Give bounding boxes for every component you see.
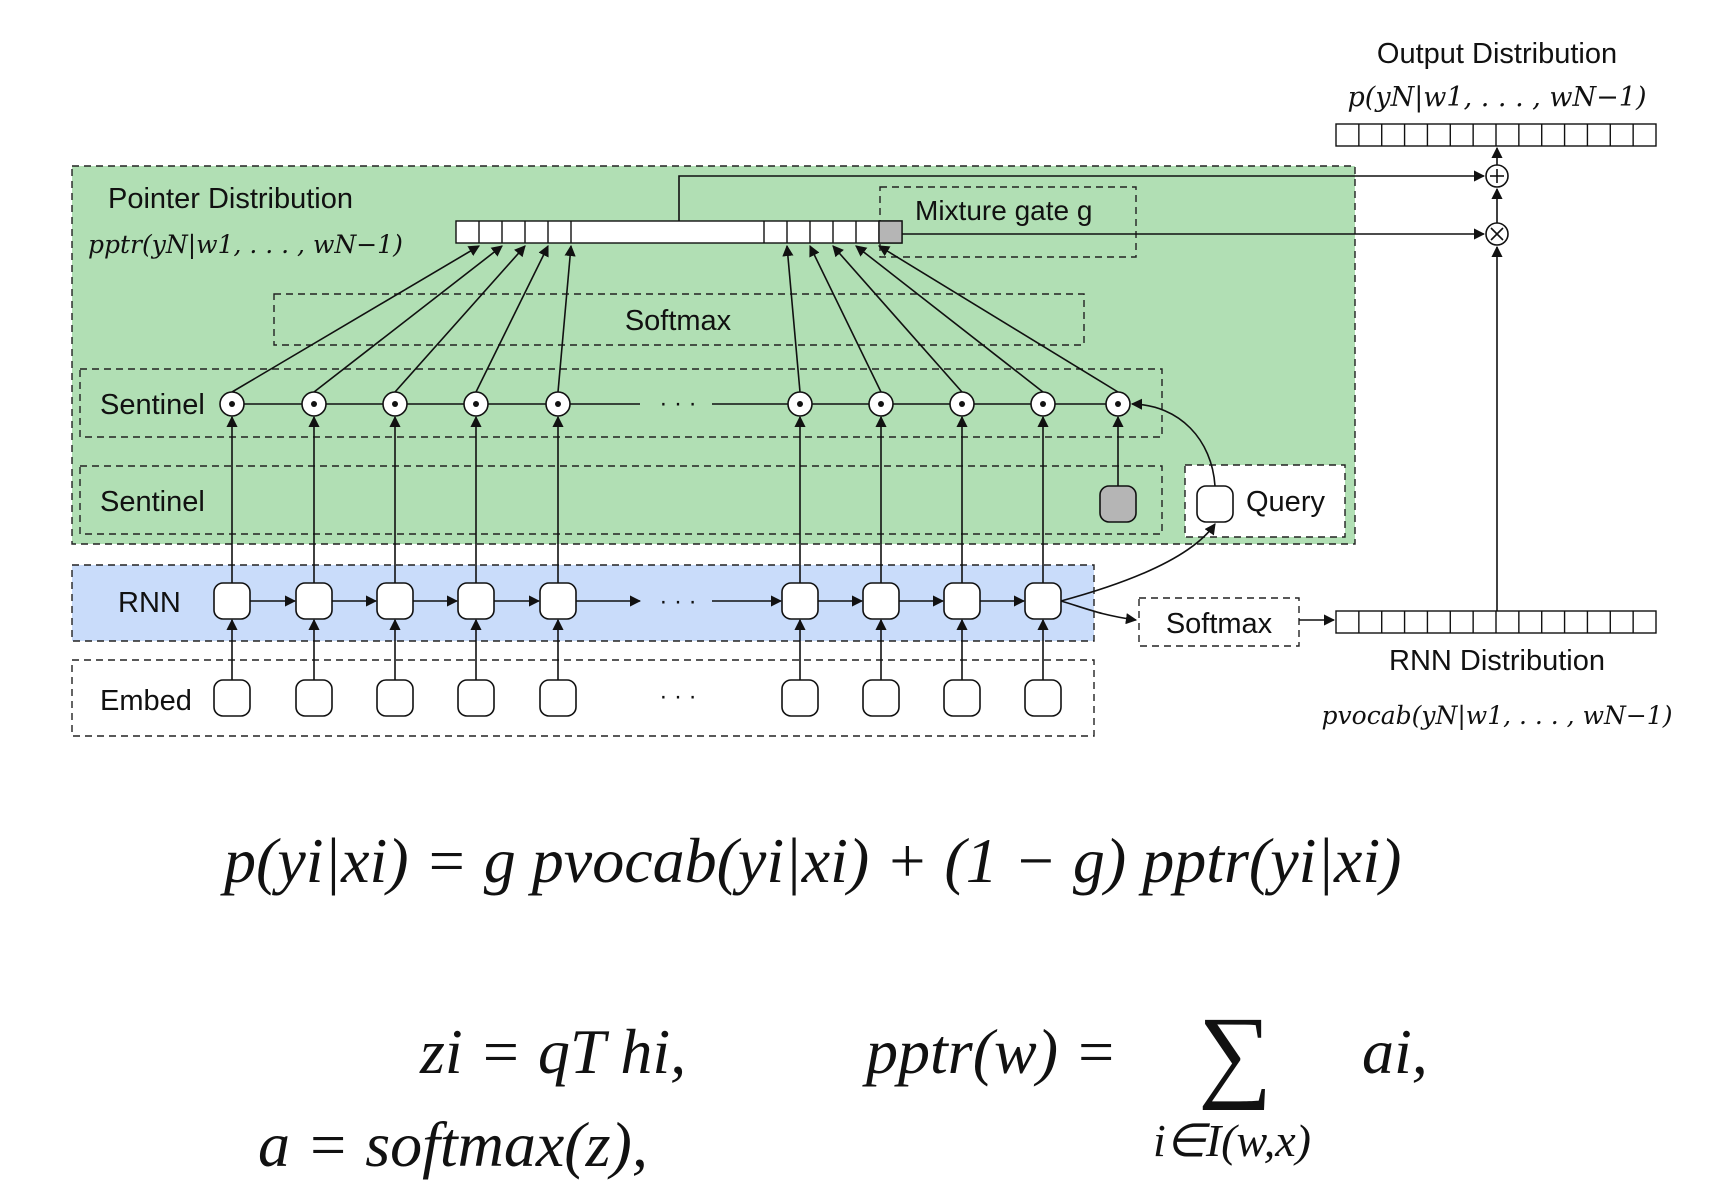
dot-to-pointer-arrow [313,245,503,393]
rnn-unit [781,582,819,620]
dot-symbol [311,401,317,407]
sentinel-box [79,465,1163,535]
rnn-unit [539,582,577,620]
query-label: Query [1246,486,1325,518]
equation-pointer: pptr(w) = [862,1016,1117,1087]
embed-unit [457,679,495,717]
connections [226,146,1503,680]
dot-symbol [229,401,235,407]
dot-symbol [797,401,803,407]
dot-to-pointer-arrow [475,244,549,393]
rnn-unit [295,582,333,620]
dot-to-pointer-arrow [782,244,801,393]
softmax-rnn-box [1138,597,1300,647]
rnn-label: RNN [118,587,181,619]
ellipsis-sentinel: · · · [659,390,696,417]
dot-symbol [1040,401,1046,407]
rnn-unit [862,582,900,620]
embed-region [71,659,1095,737]
nodes [213,164,1509,717]
softmax-box [273,293,1085,346]
rnn-to-query-arrow [1060,523,1216,602]
dot-to-pointer-arrow [394,245,526,393]
sentinel-vector [1099,485,1137,523]
rnn-unit [1024,582,1062,620]
dot-to-pointer-arrow [809,244,882,393]
query-to-sentinel-arrow [1130,398,1216,487]
rnn-unit [457,582,495,620]
pointer-to-sum-arrow [678,170,1486,221]
dot-to-pointer-arrow [878,245,1119,393]
pointer-vector [455,220,903,244]
pointer-formula: pptr(yN|w1, . . . , wN−1) [88,230,403,260]
dot-symbol [555,401,561,407]
rnn-unit [213,582,251,620]
query-unit [1196,485,1234,523]
equation-score: zi = qT hi, [419,1016,686,1087]
softmax-top-label: Softmax [625,305,732,337]
ellipsis-rnn: · · · [659,588,696,615]
sentinel-dot-label: Sentinel [100,389,205,421]
dot-to-pointer-arrow [231,245,480,393]
vectors [455,123,1657,634]
dot-symbol [959,401,965,407]
embed-unit [539,679,577,717]
rnn-dist-formula: pvocab(yN|w1, . . . , wN−1) [1322,701,1673,731]
dot-symbol [878,401,884,407]
mixture-gate-label: Mixture gate g [915,195,1092,226]
pointer-title: Pointer Distribution [108,183,353,215]
output-formula: p(yN|w1, . . . , wN−1) [1348,82,1647,113]
rnn-unit [943,582,981,620]
dot-symbol [392,401,398,407]
dot-to-pointer-arrow [832,245,963,393]
dot-symbol [1115,401,1121,407]
equation-sum-index: i∈I(w,x) [1153,1115,1311,1166]
gate-cell [878,220,903,244]
ellipsis-embed: · · · [659,683,696,710]
embed-unit [943,679,981,717]
embed-unit [376,679,414,717]
equation-mixture: p(yi|xi) = g pvocab(yi|xi) + (1 − g) ppt… [220,825,1401,896]
embed-unit [781,679,819,717]
equation-sum-term: ai, [1362,1016,1428,1087]
dot-to-pointer-arrow [557,244,576,393]
softmax-rnn-label: Softmax [1166,608,1273,640]
rnn-dist-title: RNN Distribution [1389,645,1605,677]
embed-unit [213,679,251,717]
embed-label: Embed [100,685,192,717]
equation-softmax: a = softmax(z), [258,1109,648,1180]
sentinel-dot-box [79,368,1163,438]
embed-unit [1024,679,1062,717]
rnn-to-softmax-arrow [1060,600,1138,625]
equation-sum-sign: ∑ [1198,996,1272,1111]
rnn-unit [376,582,414,620]
times-symbol [1490,227,1504,241]
embed-unit [862,679,900,717]
output-title: Output Distribution [1377,38,1617,70]
sentinel-label: Sentinel [100,486,205,518]
embed-unit [295,679,333,717]
dot-to-pointer-arrow [855,245,1044,393]
dot-symbol [473,401,479,407]
